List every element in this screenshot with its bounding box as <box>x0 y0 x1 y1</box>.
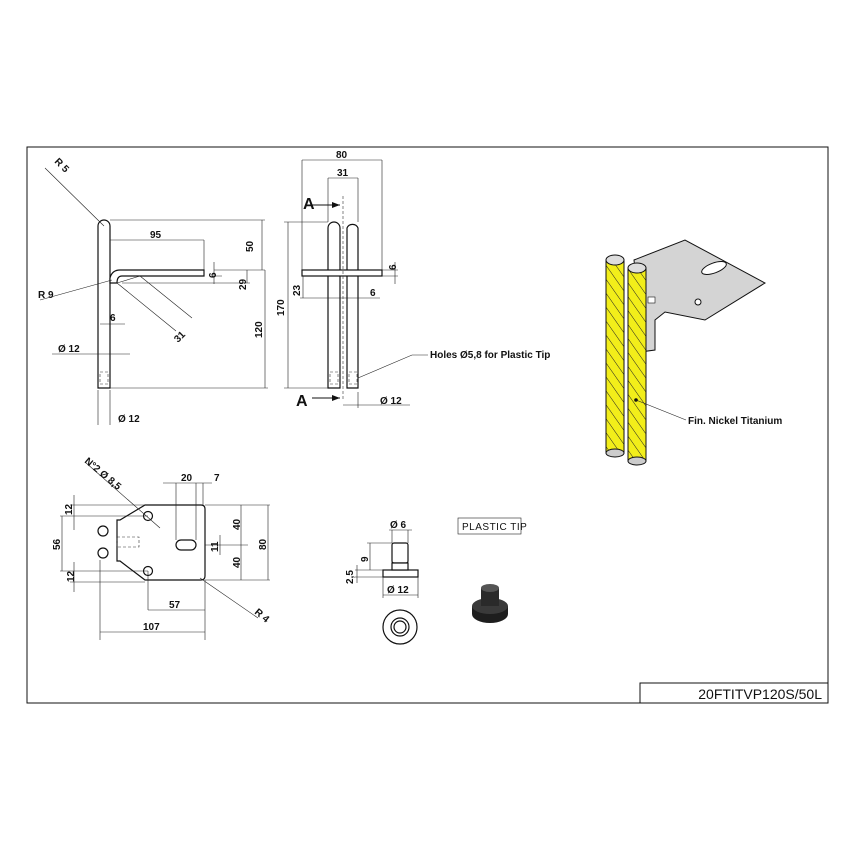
dim-plate-thk-front: 6 <box>388 264 399 270</box>
dim-tab-thk: 6 <box>370 288 376 299</box>
dim-slot-offset: 7 <box>214 473 220 484</box>
dim-width: 80 <box>336 150 348 161</box>
title-block: 20FTITVP120S/50L <box>639 682 829 704</box>
dim-total-w: 107 <box>143 622 160 633</box>
dim-edge-top: 12 <box>64 503 75 515</box>
dim-tab-height: 23 <box>292 284 303 296</box>
finish-note: Fin. Nickel Titanium <box>688 416 782 427</box>
dim-bend-height: 29 <box>238 278 249 290</box>
dim-r-bend: R 9 <box>38 290 54 301</box>
plastic-tip: PLASTIC TIP Ø 6 9 2,5 Ø 12 <box>345 517 527 645</box>
dim-rod-dia-front: Ø 12 <box>380 396 402 407</box>
dim-half-bottom: 40 <box>232 556 243 568</box>
drawing-code: 20FTITVP120S/50L <box>698 686 822 702</box>
drawing-frame <box>26 146 829 704</box>
bracket-plate <box>633 239 767 353</box>
dim-pin-h: 9 <box>360 556 371 562</box>
plan-view: N°2 Ø 8,5 20 7 12 56 12 11 40 40 80 57 1… <box>52 456 271 640</box>
dim-slot-width: 20 <box>181 473 193 484</box>
dim-slot-h: 11 <box>210 541 221 552</box>
iso-view: Fin. Nickel Titanium <box>605 239 782 466</box>
dim-holes: N°2 Ø 8,5 <box>82 456 123 493</box>
side-view: R 5 R 9 95 50 6 29 31 6 120 Ø 12 Ø 12 <box>38 156 268 425</box>
holes-note: Holes Ø5,8 for Plastic Tip <box>430 350 550 361</box>
front-view: 80 31 A A 6 170 23 6 Ø 12 Holes Ø5,8 for… <box>276 150 550 410</box>
dim-offset: 6 <box>110 313 116 324</box>
dim-arm-length: 95 <box>150 230 162 241</box>
rod-left <box>605 259 625 454</box>
dim-spacing: 31 <box>337 168 349 179</box>
section-a-bottom: A <box>296 393 308 410</box>
dim-flange-dia: Ø 12 <box>387 585 409 596</box>
rod-right <box>627 267 647 462</box>
dim-brace: 31 <box>172 329 188 345</box>
section-a-top: A <box>303 196 315 213</box>
dim-pitch: 56 <box>52 538 63 550</box>
dim-r-top: R 5 <box>52 156 71 175</box>
dim-flange-h: 2,5 <box>345 570 356 584</box>
dim-half-top: 40 <box>232 518 243 530</box>
dim-height-170: 170 <box>276 299 287 316</box>
dim-hole-x: 57 <box>169 600 181 611</box>
dim-top-height: 50 <box>245 240 256 252</box>
dim-plate-thk: 6 <box>208 272 219 278</box>
dim-rod-dia: Ø 12 <box>58 344 80 355</box>
dim-total-h: 80 <box>258 538 269 550</box>
plastic-tip-label: PLASTIC TIP <box>462 522 527 533</box>
dim-rod-dia-bottom: Ø 12 <box>118 414 140 425</box>
dim-pin-dia: Ø 6 <box>390 520 407 531</box>
dim-corner: R 4 <box>252 607 271 626</box>
plastic-tip-3d <box>472 584 508 623</box>
dim-height: 120 <box>254 321 265 338</box>
dim-edge-bottom: 12 <box>66 570 77 582</box>
